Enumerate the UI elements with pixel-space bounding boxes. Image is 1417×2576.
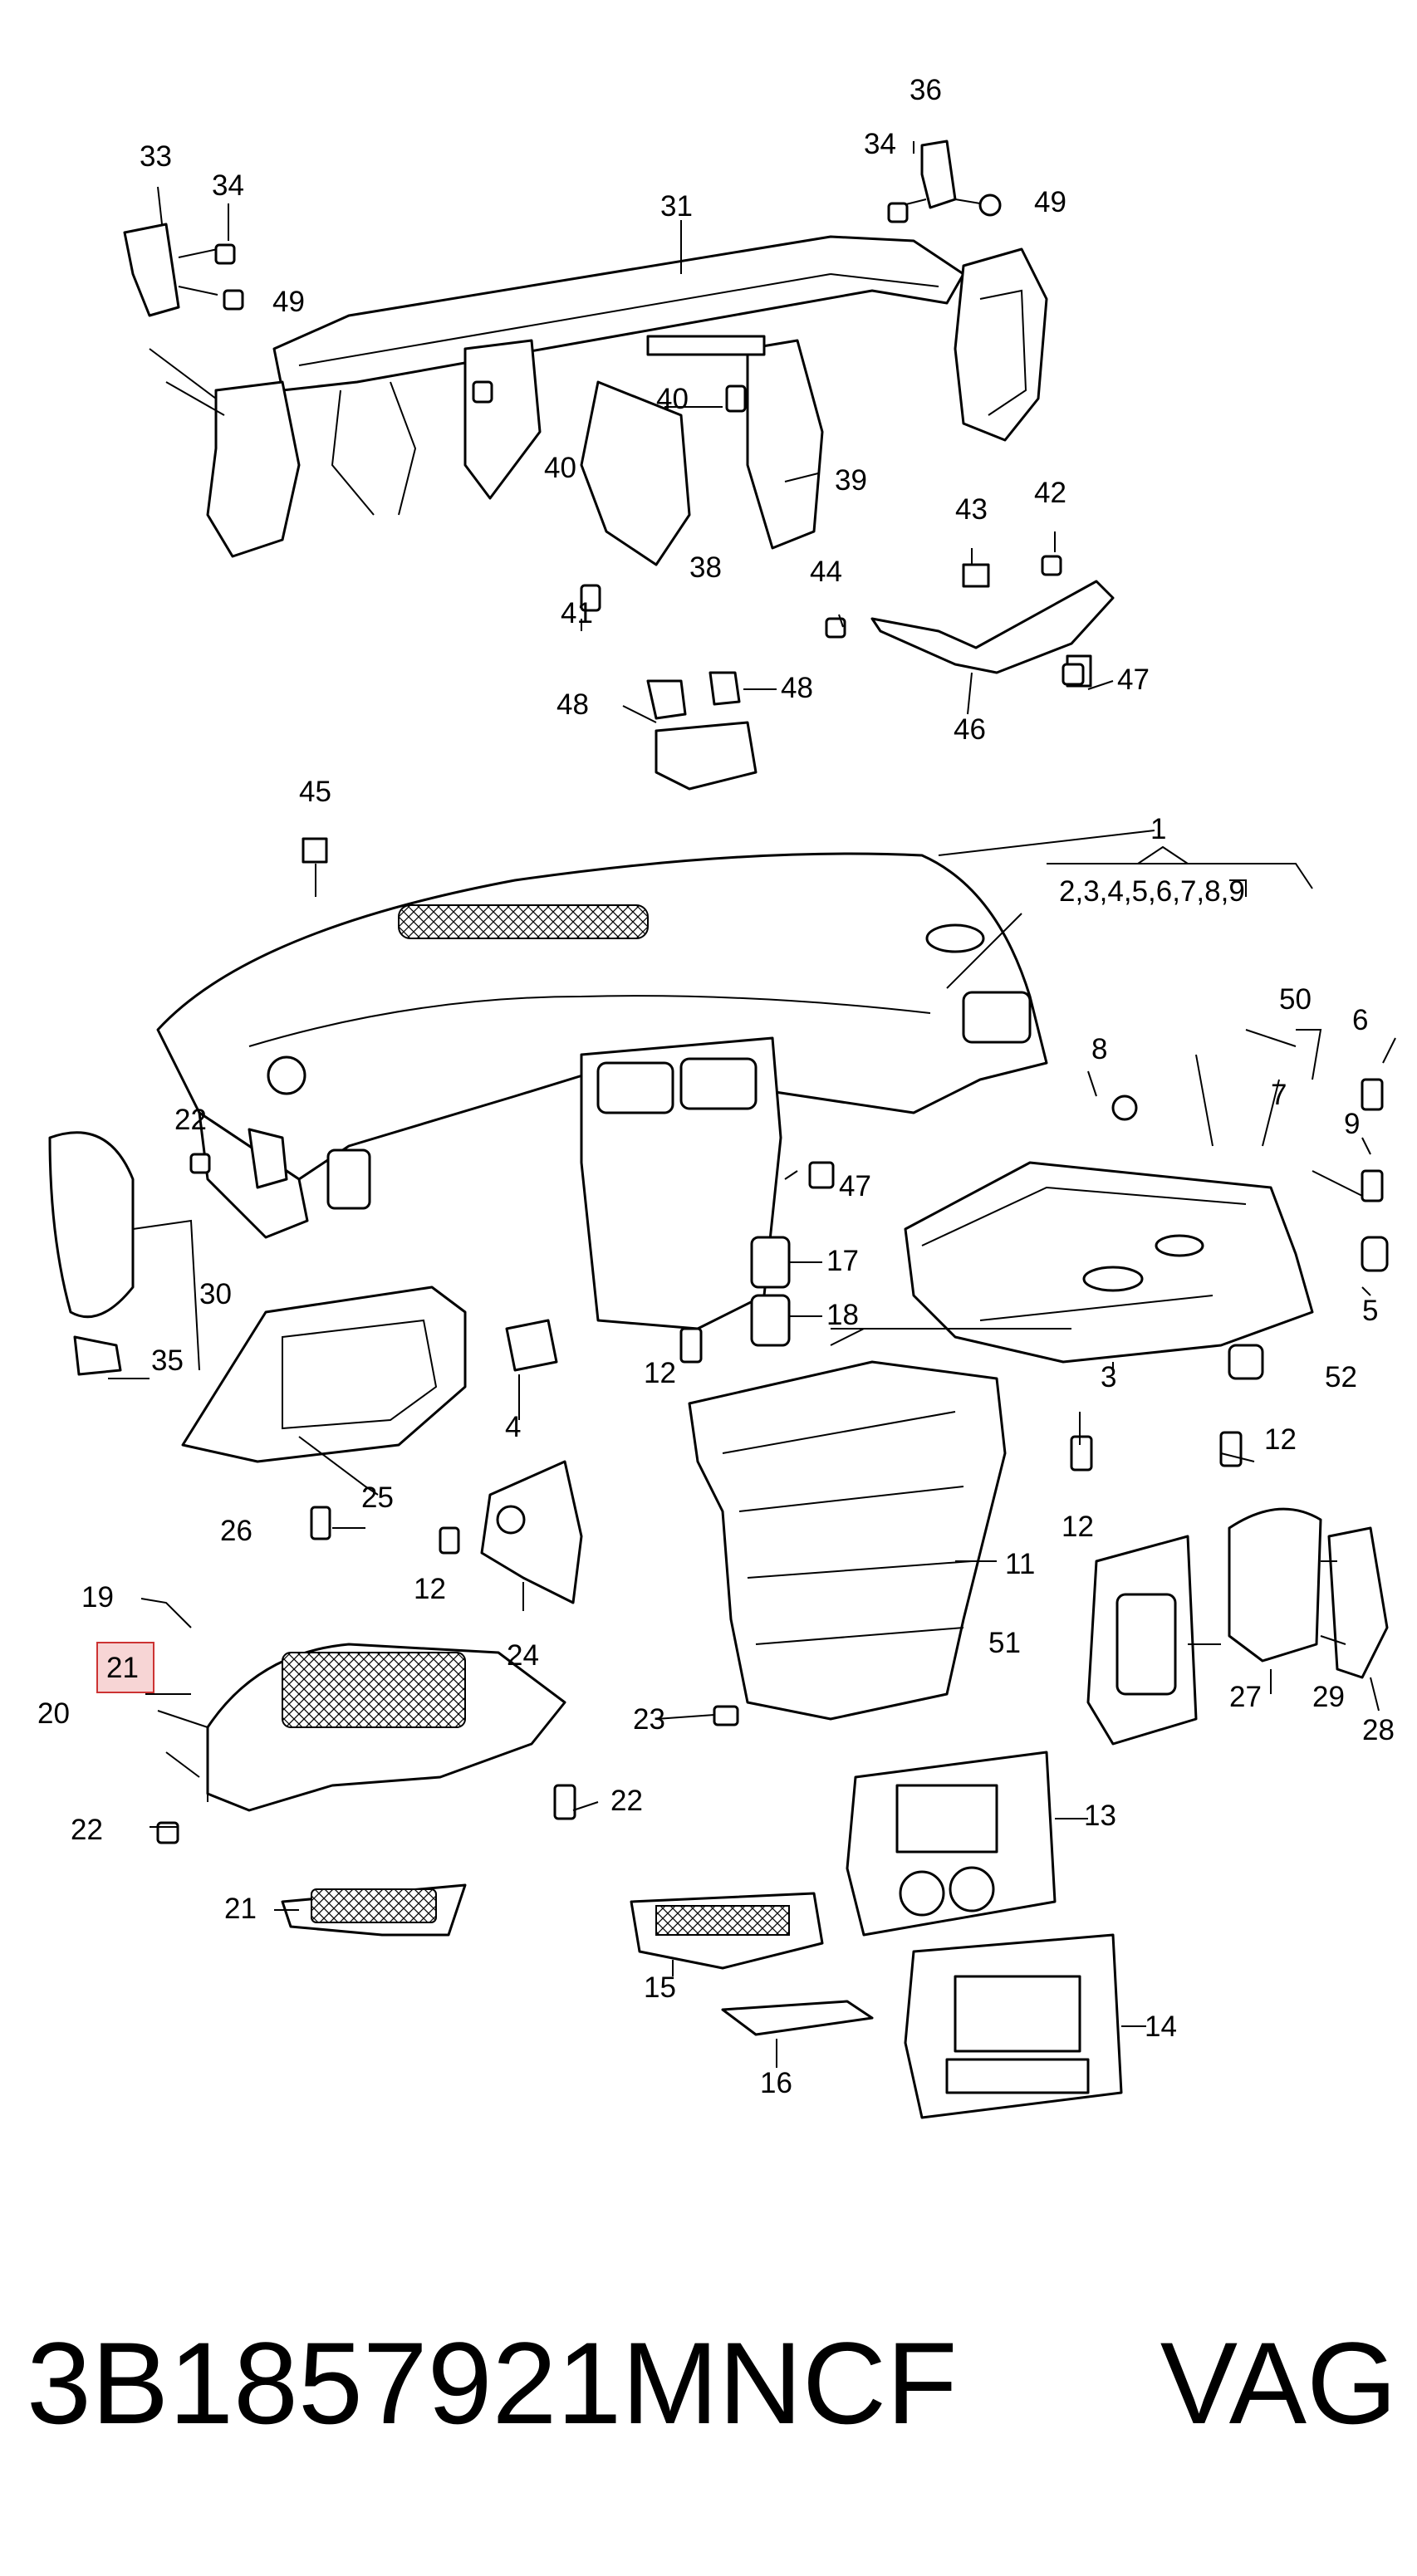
callout-11: 11 [1005,1548,1035,1580]
cross-member-assembly [123,140,1115,791]
callout-29: 29 [1312,1681,1345,1713]
highlight-box [96,1642,154,1693]
callout-36: 36 [910,74,942,106]
panel-51 [1086,1535,1198,1746]
trim-frame-25 [181,1286,467,1496]
callout-35: 35 [151,1344,184,1377]
callout-23: 23 [633,1703,665,1736]
bolt-set [156,193,1389,1844]
callout-34b: 34 [864,128,896,160]
callout-48b: 48 [781,672,813,704]
callout-33: 33 [140,140,172,173]
callout-18: 18 [826,1299,859,1331]
panel-27 [1228,1507,1322,1663]
callout-44: 44 [810,556,842,588]
callout-14: 14 [1145,2010,1177,2043]
callout-31: 31 [660,190,693,223]
callout-49b: 49 [1034,186,1066,218]
callout-6: 6 [1352,1004,1368,1036]
callout-24: 24 [507,1639,539,1672]
callout-40a: 40 [656,383,689,415]
callout-51: 51 [988,1627,1021,1659]
cover-24 [480,1460,583,1611]
callout-46: 46 [954,713,986,746]
callout-21a: 21 [106,1652,139,1684]
callout-52: 52 [1325,1361,1357,1393]
callout-7: 7 [1271,1079,1287,1111]
callout-16: 16 [760,2067,792,2099]
callout-21b: 21 [224,1893,257,1925]
callout-1: 1 [1150,813,1166,845]
callout-5: 5 [1362,1295,1378,1327]
ashtray-15 [630,1892,824,1970]
radio-trim-14 [904,1933,1123,2119]
callout-48a: 48 [557,688,589,721]
callout-38: 38 [689,551,722,584]
panel-28 [1327,1526,1389,1679]
callout-47b: 47 [839,1170,871,1202]
callout-40b: 40 [544,452,576,484]
callout-12d: 12 [414,1573,446,1605]
callout-19: 19 [81,1581,114,1614]
callout-12a: 12 [644,1357,676,1389]
side-trim-30 [48,1131,200,1379]
callout-12b: 12 [1062,1511,1094,1543]
glovebox-3 [904,1161,1314,1370]
callout-39: 39 [835,464,867,497]
callout-2-9: 2,3,4,5,6,7,8,9 [1059,875,1245,908]
callout-42: 42 [1034,477,1066,509]
callout-26: 26 [220,1515,253,1547]
lower-panel-20 [145,1643,566,1812]
vent-insert-21 [274,1883,467,1937]
callout-22a: 22 [174,1104,207,1136]
callout-45: 45 [299,776,331,808]
callout-20: 20 [37,1697,70,1730]
callout-8: 8 [1091,1033,1107,1065]
dashboard-panel [156,837,1048,1330]
clip-4 [505,1319,558,1420]
callout-17: 17 [826,1245,859,1277]
brand-label: VAG [1160,2318,1397,2448]
callout-50: 50 [1279,983,1312,1016]
center-console-11 [688,1360,1007,1721]
radio-trim-13 [846,1751,1057,1937]
callout-27: 27 [1229,1681,1262,1713]
callout-47a: 47 [1117,664,1150,696]
callout-labels: 1 2,3,4,5,6,7,8,9 3 4 5 6 7 8 9 11 12 12… [37,74,1395,2099]
callout-34a: 34 [212,169,244,202]
callout-43: 43 [955,493,988,526]
callout-25: 25 [361,1481,394,1514]
storage-17 [750,1236,822,1289]
callout-9: 9 [1344,1108,1360,1140]
part-footer: 3B1857921MNCF VAG [27,2317,1397,2450]
callout-4: 4 [505,1411,521,1443]
callout-22b: 22 [610,1785,643,1817]
parts-diagram: 1 2,3,4,5,6,7,8,9 3 4 5 6 7 8 9 11 12 12… [37,74,1396,2119]
insert-16 [721,2000,874,2068]
callout-28: 28 [1362,1714,1395,1746]
leader-lines [140,141,1396,2027]
callout-12c: 12 [1264,1423,1297,1456]
callout-15: 15 [644,1971,676,2004]
callout-49a: 49 [272,286,305,318]
callout-22c: 22 [71,1814,103,1846]
callout-13: 13 [1084,1800,1116,1832]
part-number: 3B1857921MNCF [27,2318,958,2448]
callout-30: 30 [199,1278,232,1310]
callout-3: 3 [1101,1361,1116,1393]
callout-41: 41 [561,597,593,629]
storage-18 [750,1294,822,1347]
